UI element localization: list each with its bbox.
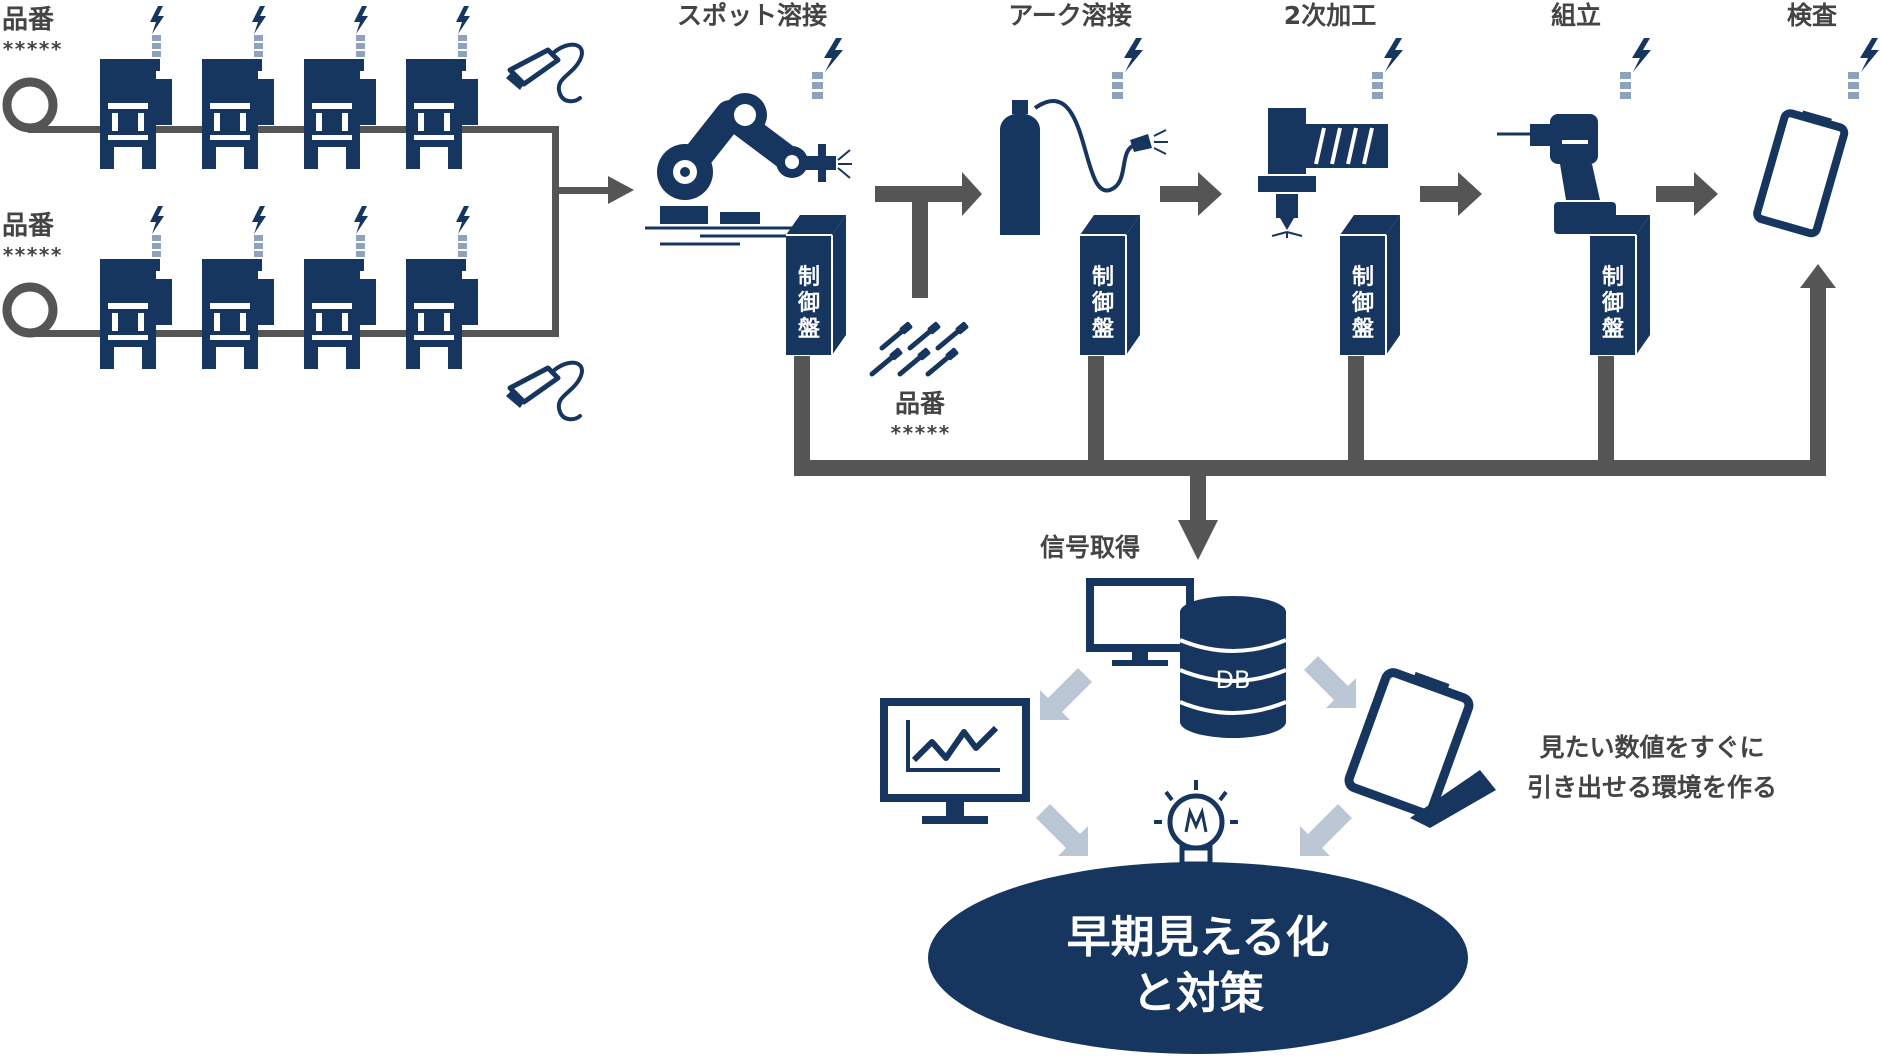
svg-text:盤: 盤 — [1352, 316, 1375, 342]
signal-light-icon — [1848, 38, 1879, 99]
coil-icon — [2, 77, 58, 133]
svg-text:盤: 盤 — [1602, 316, 1625, 342]
process-label-assembly: 組立 — [1551, 1, 1601, 30]
database-icon: DB — [1179, 596, 1287, 738]
svg-text:盤: 盤 — [1092, 316, 1115, 342]
svg-text:御: 御 — [1601, 290, 1624, 316]
control-panel-4: 制 御 盤 — [1589, 214, 1651, 356]
svg-text:制: 制 — [1092, 265, 1114, 290]
power-drill-icon — [1497, 114, 1616, 234]
barcode-scanner-icon — [506, 363, 582, 420]
desktop-monitor-icon — [1086, 578, 1194, 666]
lightbulb-icon — [1154, 780, 1238, 867]
svg-text:御: 御 — [1351, 290, 1374, 316]
process-label-arc-welding: アーク溶接 — [1008, 1, 1132, 30]
input-line-1-code: ***** — [2, 37, 62, 61]
note-line-1: 見たい数値をすぐに — [1539, 733, 1764, 762]
coil-icon — [2, 282, 58, 338]
flow-arrow-icon — [608, 176, 634, 204]
signal-light-icon — [1112, 38, 1143, 99]
note-line-2: 引き出せる環境を作る — [1527, 773, 1777, 802]
signal-acquisition-label: 信号取得 — [1040, 533, 1140, 562]
flow-arrow-icon — [1036, 804, 1088, 856]
database-label: DB — [1216, 666, 1251, 694]
input-line-1-label: 品番 — [2, 5, 55, 35]
tablet-stand-icon — [1344, 668, 1496, 828]
svg-text:制: 制 — [1352, 265, 1374, 290]
flow-arrow-icon — [1178, 520, 1218, 560]
result-line-1: 早期見える化 — [1067, 912, 1330, 963]
press-machine-icon — [100, 6, 172, 169]
flow-arrow-icon — [1198, 172, 1222, 216]
milling-machine-icon — [1258, 108, 1388, 238]
flow-arrow-icon — [1304, 656, 1356, 708]
bolts-icon — [872, 321, 969, 374]
arc-welder-icon — [1000, 99, 1168, 235]
press-machine-icon — [304, 206, 376, 369]
signal-light-icon — [1620, 38, 1651, 99]
trend-monitor-icon — [880, 698, 1030, 824]
flow-arrow-icon — [1694, 172, 1718, 216]
svg-text:盤: 盤 — [798, 316, 821, 342]
flow-arrow-icon — [1300, 804, 1352, 856]
parts-code: ***** — [890, 421, 950, 445]
control-panel-1: 制 御 盤 — [785, 214, 847, 356]
flow-arrow-icon — [1040, 668, 1092, 720]
result-line-2: と対策 — [1132, 968, 1264, 1019]
control-panel-2: 制 御 盤 — [1079, 214, 1141, 356]
press-machine-icon — [202, 6, 274, 169]
control-panel-3: 制 御 盤 — [1339, 214, 1401, 356]
press-machine-icon — [100, 206, 172, 369]
press-machine-icon — [202, 206, 274, 369]
result-badge: 早期見える化 と対策 — [928, 862, 1468, 1054]
svg-text:御: 御 — [797, 290, 820, 316]
flow-arrow-icon — [1800, 264, 1836, 288]
flow-arrow-icon — [962, 172, 982, 216]
svg-text:制: 制 — [798, 265, 820, 290]
flow-arrow-icon — [1458, 172, 1482, 216]
svg-text:制: 制 — [1602, 265, 1624, 290]
press-machine-icon — [304, 6, 376, 169]
input-line-2: 品番 ***** — [2, 211, 558, 338]
process-label-inspection: 検査 — [1787, 1, 1837, 30]
tablet-icon — [1753, 109, 1849, 238]
svg-text:御: 御 — [1091, 290, 1114, 316]
process-label-spot-welding: スポット溶接 — [677, 1, 827, 30]
press-machine-icon — [406, 206, 478, 369]
process-label-secondary-machining: 2次加工 — [1284, 1, 1376, 30]
input-line-2-label: 品番 — [2, 211, 55, 241]
barcode-scanner-icon — [506, 45, 582, 102]
parts-label: 品番 — [895, 389, 946, 418]
press-machine-icon — [406, 6, 478, 169]
input-line-1: 品番 ***** — [2, 5, 558, 133]
signal-light-icon — [812, 38, 843, 99]
signal-light-icon — [1372, 38, 1403, 99]
input-line-2-code: ***** — [2, 243, 62, 267]
robot-arm-icon — [645, 93, 852, 246]
